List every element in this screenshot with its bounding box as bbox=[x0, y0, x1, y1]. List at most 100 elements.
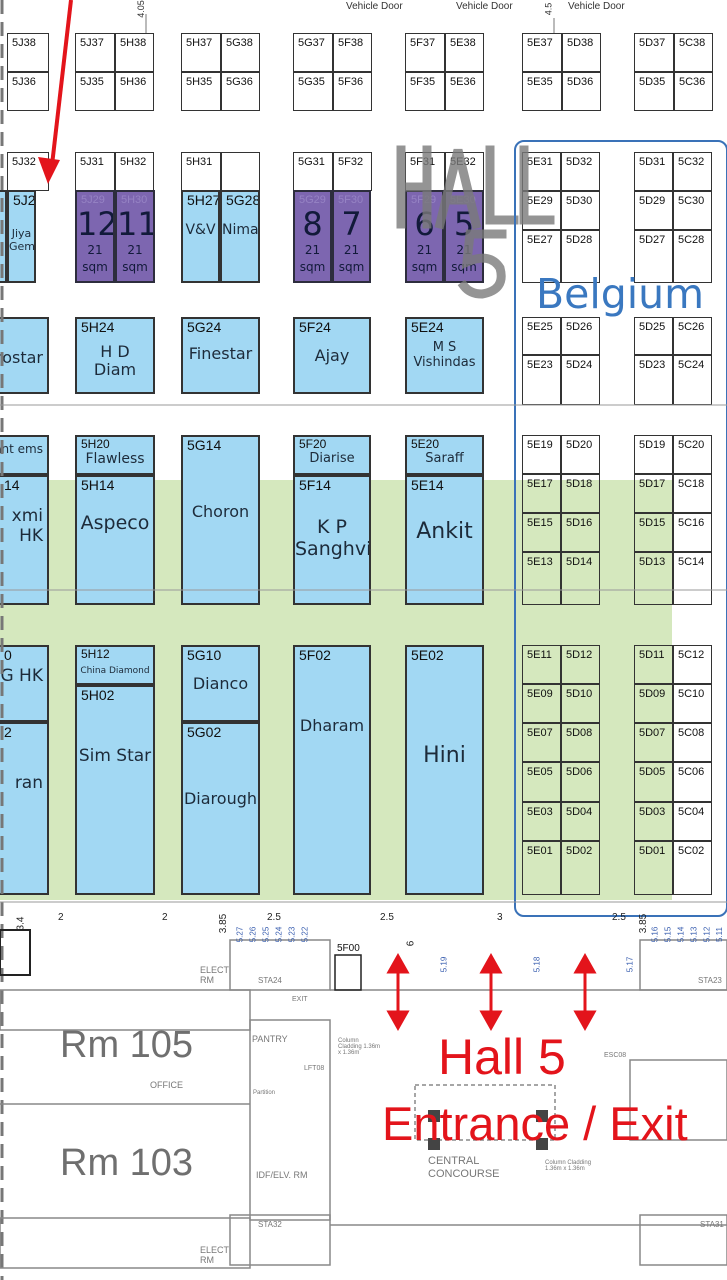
booth-cell[interactable]: 5D04 bbox=[561, 802, 600, 841]
booth-cell[interactable]: 5D29 bbox=[634, 191, 673, 230]
booth-cell[interactable]: 5E37 bbox=[522, 33, 562, 72]
booth-cell[interactable]: 5D05 bbox=[634, 762, 673, 802]
booth-cell[interactable]: 5E25 bbox=[522, 317, 561, 355]
booth-cell[interactable]: 5D09 bbox=[634, 684, 673, 723]
booth-cell[interactable]: 5C04 bbox=[673, 802, 712, 841]
booth-cell[interactable]: 5C28 bbox=[673, 230, 712, 283]
booth-cell[interactable]: 5D37 bbox=[634, 33, 674, 72]
booth-cell[interactable]: 5H36 bbox=[115, 72, 154, 111]
booth-cell[interactable]: 5D36 bbox=[562, 72, 601, 111]
booth-cell[interactable]: 5D16 bbox=[561, 513, 600, 552]
booth-cell[interactable]: 5D28 bbox=[561, 230, 600, 283]
booth-cell[interactable]: 5J38 bbox=[7, 33, 49, 72]
booth-cell[interactable]: 5D31 bbox=[634, 152, 673, 191]
booth-cell[interactable]: 5C06 bbox=[673, 762, 712, 802]
booth-cell[interactable]: 5E17 bbox=[522, 474, 561, 513]
booth-cell[interactable]: 5E23 bbox=[522, 355, 561, 405]
booth-cell[interactable]: 5D12 bbox=[561, 645, 600, 684]
booth-cell[interactable]: 5C14 bbox=[673, 552, 712, 605]
booth-cell[interactable]: 5D25 bbox=[634, 317, 673, 355]
booth-cell[interactable]: 5C32 bbox=[673, 152, 712, 191]
booth-cell[interactable]: 5D27 bbox=[634, 230, 673, 283]
booth-cell[interactable]: 5E27 bbox=[522, 230, 561, 283]
booth-cell[interactable]: 5E07 bbox=[522, 723, 561, 762]
booth-cell[interactable]: 5J36 bbox=[7, 72, 49, 111]
booth-cell[interactable]: 5E13 bbox=[522, 552, 561, 605]
booth-cell[interactable]: 5E36 bbox=[445, 72, 484, 111]
booth-cell[interactable]: 5G36 bbox=[221, 72, 260, 111]
booth-cell[interactable]: 5J37 bbox=[75, 33, 115, 72]
booth-cell[interactable]: 5G37 bbox=[293, 33, 333, 72]
booth-cell[interactable]: 5C36 bbox=[674, 72, 713, 111]
booth-cell[interactable]: 5E01 bbox=[522, 841, 561, 895]
booth-cell[interactable]: 5D18 bbox=[561, 474, 600, 513]
booth-cell[interactable]: 5D01 bbox=[634, 841, 673, 895]
booth-cell[interactable]: 5E19 bbox=[522, 435, 561, 474]
booth[interactable]: rostar bbox=[0, 317, 49, 394]
booth-cell[interactable]: 5E11 bbox=[522, 645, 561, 684]
booth-cell[interactable]: 5C10 bbox=[673, 684, 712, 723]
booth-cell[interactable]: 5C18 bbox=[673, 474, 712, 513]
booth-cell[interactable]: 5D23 bbox=[634, 355, 673, 405]
booth-cell[interactable]: 5C20 bbox=[673, 435, 712, 474]
booth[interactable]: ihant ems bbox=[0, 435, 49, 475]
booth-cell[interactable]: 5G38 bbox=[221, 33, 260, 72]
booth-cell[interactable]: 5E05 bbox=[522, 762, 561, 802]
booth-cell[interactable]: 5E35 bbox=[522, 72, 562, 111]
booth-cell[interactable]: 5D02 bbox=[561, 841, 600, 895]
booth-cell[interactable]: 5H38 bbox=[115, 33, 154, 72]
booth-cell[interactable]: 5C26 bbox=[673, 317, 712, 355]
booth-cell[interactable]: 5D11 bbox=[634, 645, 673, 684]
booth-cell[interactable]: 5D14 bbox=[561, 552, 600, 605]
booth-cell[interactable]: 5C24 bbox=[673, 355, 712, 405]
booth-cell[interactable]: 5E38 bbox=[445, 33, 484, 72]
booth-cell[interactable]: 5C02 bbox=[673, 841, 712, 895]
booth-cell[interactable]: 5D19 bbox=[634, 435, 673, 474]
booth-cell[interactable]: 5C12 bbox=[673, 645, 712, 684]
booth-cell[interactable]: 5E03 bbox=[522, 802, 561, 841]
booth-cell[interactable]: 5D07 bbox=[634, 723, 673, 762]
booth-cell[interactable]: 5C16 bbox=[673, 513, 712, 552]
booth-cell[interactable]: 5D17 bbox=[634, 474, 673, 513]
booth-cell[interactable]: 5C08 bbox=[673, 723, 712, 762]
booth[interactable] bbox=[0, 190, 7, 283]
booth-cell[interactable]: 5D24 bbox=[561, 355, 600, 405]
booth-cell[interactable]: 5H37 bbox=[181, 33, 221, 72]
booth[interactable]: 5J28Jiya Gems bbox=[7, 190, 36, 283]
booth-cell[interactable]: 5D20 bbox=[561, 435, 600, 474]
booth-cell[interactable]: 5D38 bbox=[562, 33, 601, 72]
booth-cell[interactable]: 5D08 bbox=[561, 723, 600, 762]
booth-cell[interactable]: 5C30 bbox=[673, 191, 712, 230]
booth-cell[interactable]: 5F37 bbox=[405, 33, 445, 72]
booth-cell[interactable]: 5D15 bbox=[634, 513, 673, 552]
booth-cell[interactable]: 5D30 bbox=[561, 191, 600, 230]
booth-cell[interactable]: 5D10 bbox=[561, 684, 600, 723]
booth-cell[interactable]: 5D32 bbox=[561, 152, 600, 191]
booth-cell[interactable]: 5E09 bbox=[522, 684, 561, 723]
booth-cell[interactable]: 5F32 bbox=[333, 152, 372, 191]
booth[interactable]: 0SG HK bbox=[0, 645, 49, 722]
booth-cell[interactable]: 5D35 bbox=[634, 72, 674, 111]
booth-cell[interactable]: 5D06 bbox=[561, 762, 600, 802]
booth-cell[interactable]: 5F35 bbox=[405, 72, 445, 111]
